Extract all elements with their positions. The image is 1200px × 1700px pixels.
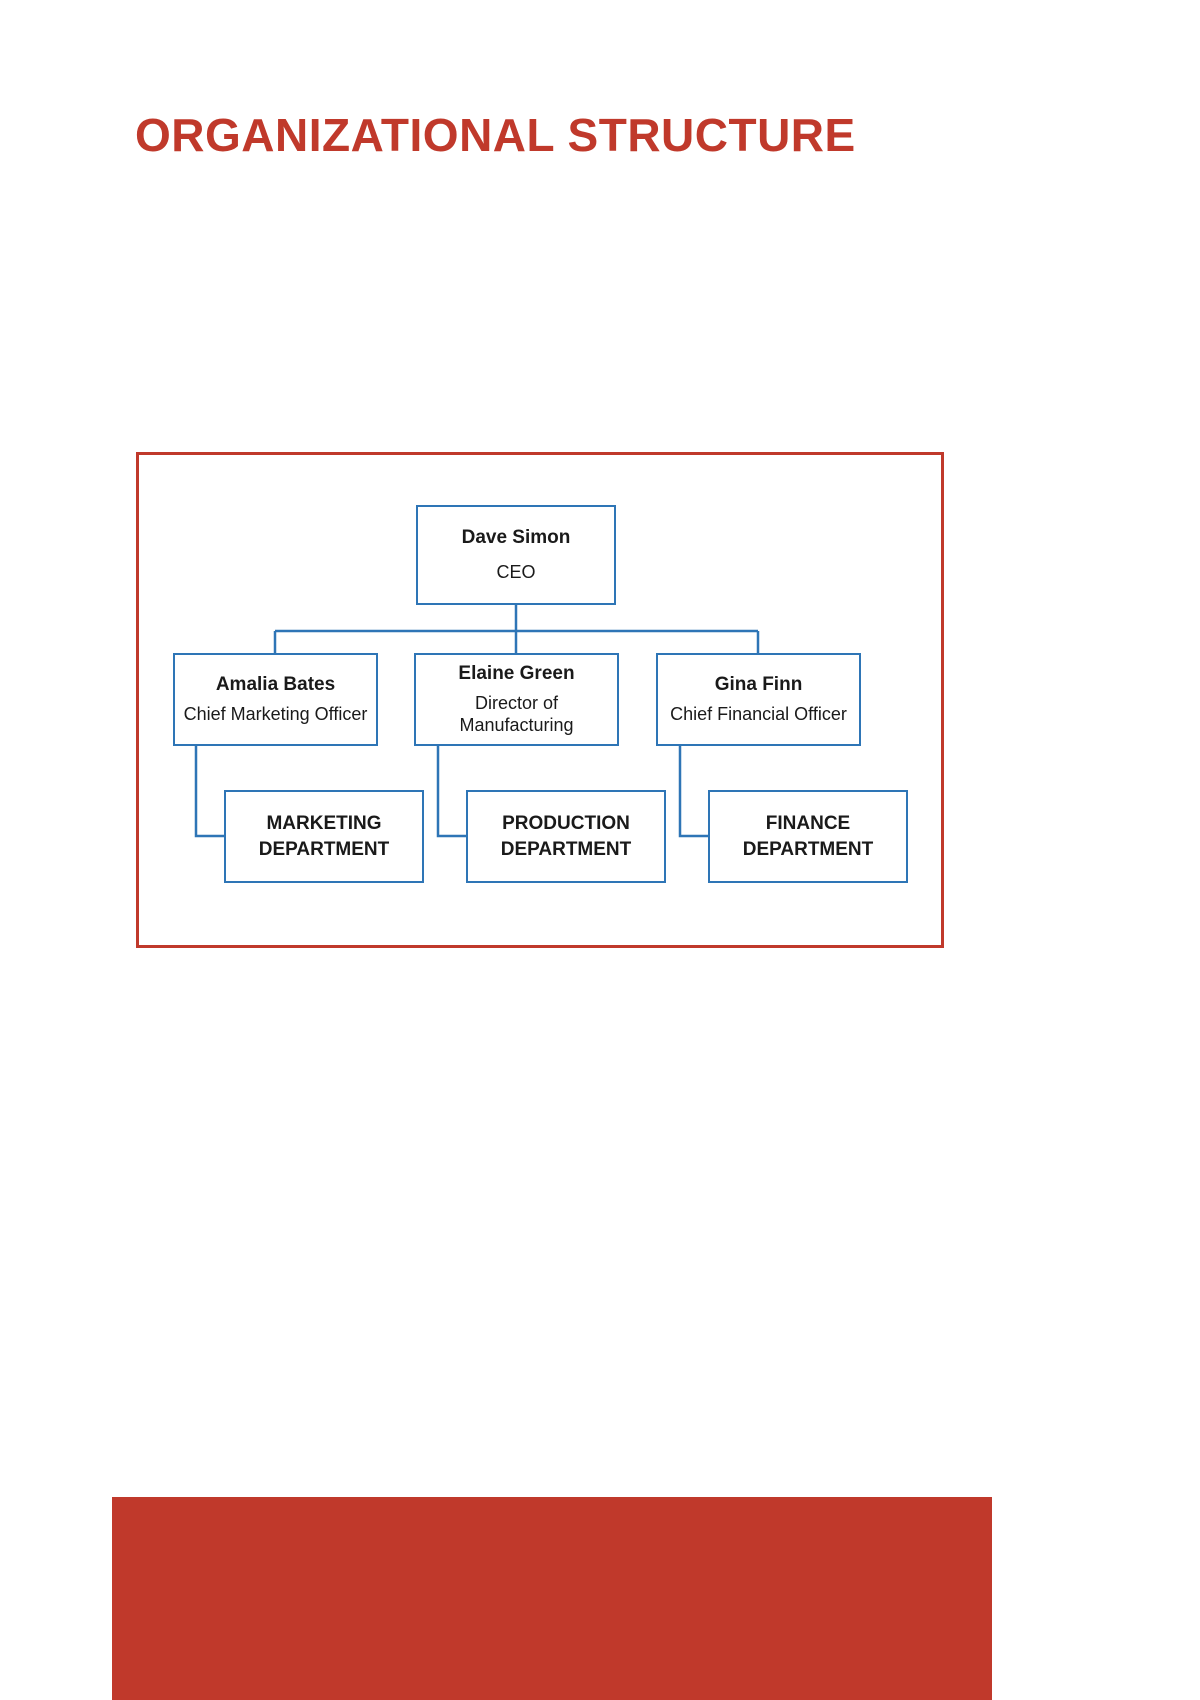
org-chart-frame: Dave Simon CEO Amalia Bates Chief Market… — [136, 452, 944, 948]
org-node-ceo-role: CEO — [496, 561, 536, 582]
org-node-manager-finance[interactable]: Gina Finn Chief Financial Officer — [656, 653, 861, 746]
org-node-department-marketing[interactable]: MARKETING DEPARTMENT — [224, 790, 424, 883]
org-node-manager-marketing-role: Chief Marketing Officer — [183, 703, 368, 724]
org-node-department-production-label: PRODUCTION DEPARTMENT — [500, 812, 632, 860]
org-node-department-finance-label: FINANCE DEPARTMENT — [742, 812, 874, 860]
org-node-manager-manufacturing-role: Director of Manufacturing — [459, 692, 574, 735]
org-node-manager-marketing-name: Amalia Bates — [215, 674, 336, 696]
page-title: ORGANIZATIONAL STRUCTURE — [135, 109, 856, 161]
org-node-department-marketing-label: MARKETING DEPARTMENT — [258, 812, 390, 860]
org-node-ceo-name: Dave Simon — [461, 527, 571, 549]
org-chart-canvas: Dave Simon CEO Amalia Bates Chief Market… — [139, 455, 941, 945]
org-node-department-production[interactable]: PRODUCTION DEPARTMENT — [466, 790, 666, 883]
org-node-department-finance[interactable]: FINANCE DEPARTMENT — [708, 790, 908, 883]
org-node-manager-manufacturing-name: Elaine Green — [458, 663, 575, 685]
org-node-ceo[interactable]: Dave Simon CEO — [416, 505, 616, 605]
org-node-manager-marketing[interactable]: Amalia Bates Chief Marketing Officer — [173, 653, 378, 746]
org-node-manager-manufacturing[interactable]: Elaine Green Director of Manufacturing — [414, 653, 619, 746]
footer-accent-bar — [112, 1497, 992, 1700]
org-node-manager-finance-role: Chief Financial Officer — [670, 703, 847, 724]
org-node-manager-finance-name: Gina Finn — [714, 674, 803, 696]
